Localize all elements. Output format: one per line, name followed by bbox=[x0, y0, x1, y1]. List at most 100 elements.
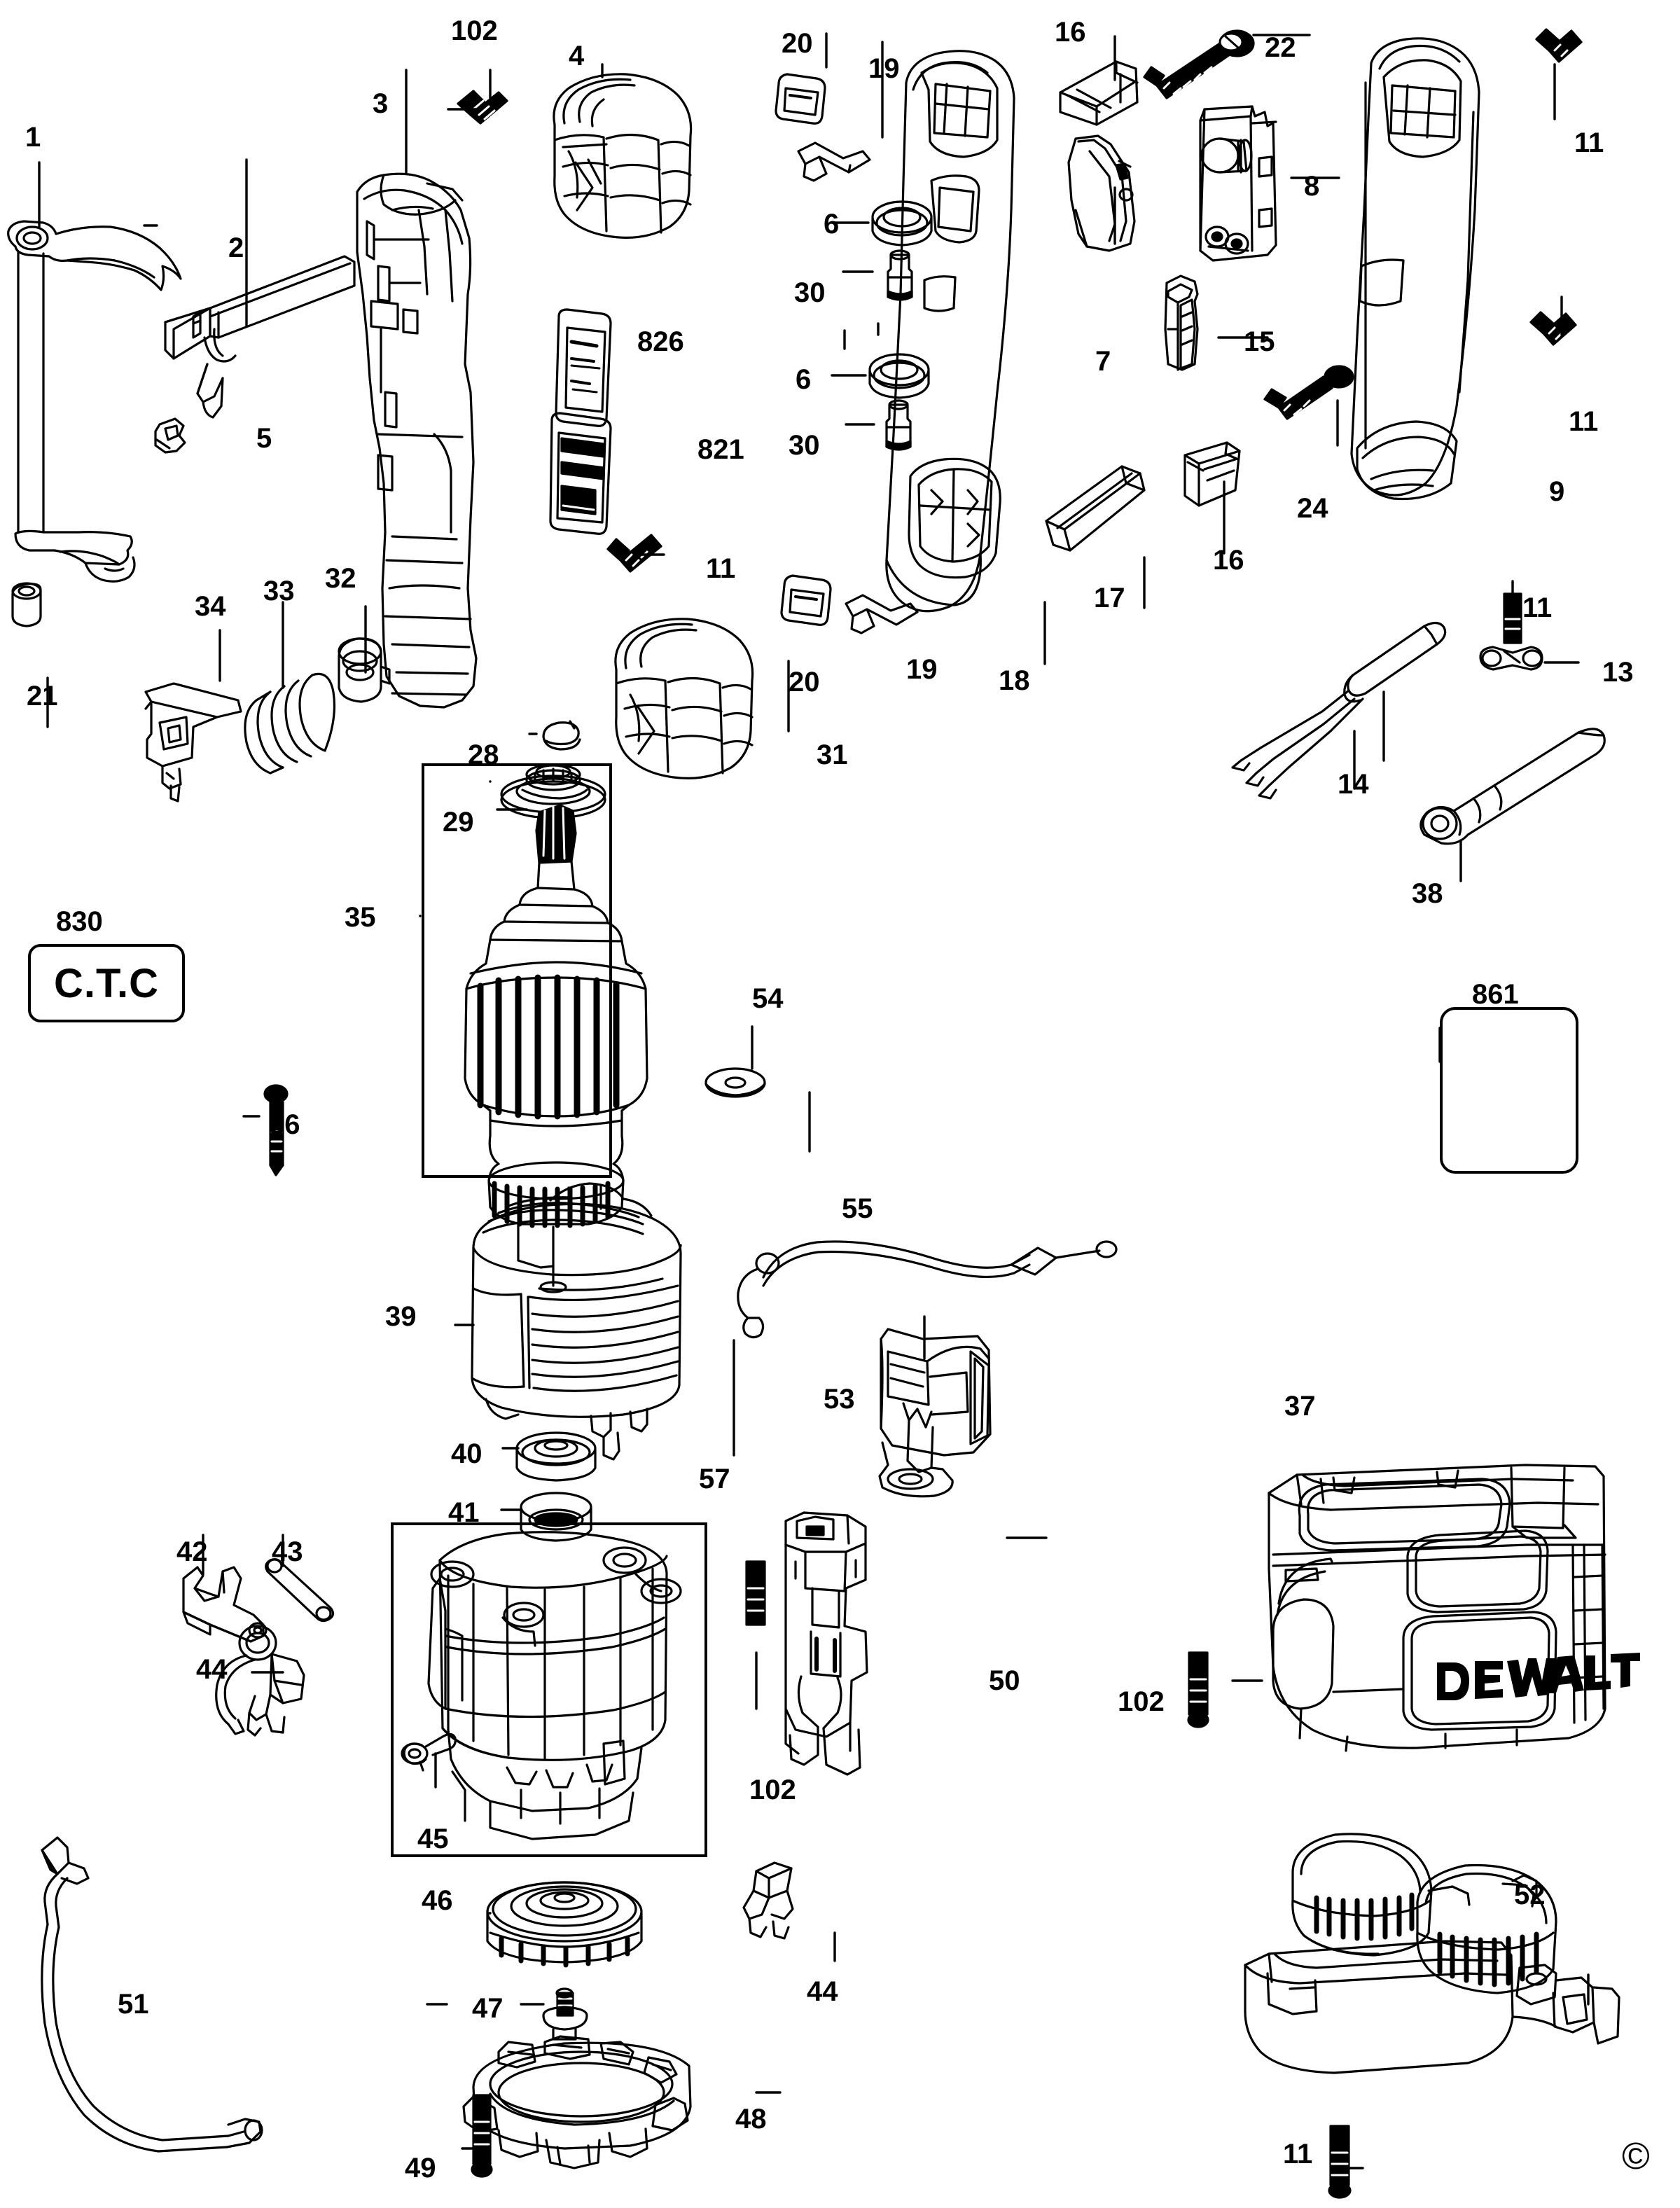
part-54-washer bbox=[704, 1067, 766, 1098]
part-18-handle-shell bbox=[885, 50, 1015, 613]
part-42-brush-holder bbox=[182, 1566, 268, 1643]
callout-bushing-21: 21 bbox=[27, 681, 58, 711]
part-20a-clip-cover bbox=[775, 73, 826, 125]
part-40-bearing bbox=[515, 1431, 597, 1482]
callout-baffle-ring: 48 bbox=[735, 2104, 767, 2134]
copyright-mark: © bbox=[1622, 2135, 1650, 2177]
part-15-lock-slide bbox=[1164, 275, 1199, 371]
callout-screw-11-c: 11 bbox=[1522, 592, 1553, 623]
callout-clip-upper: 19 bbox=[868, 53, 900, 84]
callout-armature-assembly: 35 bbox=[345, 902, 376, 933]
callout-fan-washer: 29 bbox=[443, 807, 474, 838]
part-24-screw bbox=[1263, 365, 1354, 420]
group-box-armature bbox=[422, 763, 612, 1178]
part-46-cooling-fan bbox=[486, 1881, 643, 1968]
part-3-main-housing bbox=[356, 172, 478, 709]
callout-barcode-label: 821 bbox=[697, 434, 744, 465]
callout-compression-spring: 33 bbox=[263, 576, 295, 606]
callout-screw-24: 24 bbox=[1297, 493, 1328, 524]
part-32-damper-ring bbox=[338, 637, 391, 703]
callout-carbon-brush-a: 44 bbox=[196, 1654, 228, 1685]
part-19b-clip bbox=[845, 594, 919, 634]
callout-clip-lower: 19 bbox=[906, 654, 938, 685]
part-28-retaining-ring bbox=[542, 720, 581, 751]
callout-screw-47: 47 bbox=[472, 1993, 504, 2024]
part-2-depth-rod bbox=[164, 255, 356, 419]
callout-front-cap-grille: 31 bbox=[817, 740, 848, 770]
callout-pin-43: 43 bbox=[272, 1536, 303, 1567]
callout-lock-off-slide: 15 bbox=[1244, 326, 1275, 357]
callout-side-handle-bar: 1 bbox=[25, 122, 41, 153]
carry-case-box bbox=[1440, 1007, 1578, 1174]
callout-screw-36: 36 bbox=[269, 1109, 300, 1140]
callout-cooling-fan: 46 bbox=[422, 1885, 453, 1916]
callout-screw-102-a: 102 bbox=[451, 15, 498, 46]
callout-bushing-upper: 30 bbox=[794, 277, 826, 308]
callout-screw-22: 22 bbox=[1265, 32, 1296, 63]
part-38-cord-protector bbox=[1419, 728, 1606, 845]
part-30b-bushing bbox=[885, 399, 912, 451]
callout-rear-cap-grille: 4 bbox=[569, 41, 585, 71]
label-821-barcode-plate bbox=[549, 412, 612, 535]
part-8-switch-module bbox=[1199, 105, 1277, 262]
callout-clip-cover-upper: 20 bbox=[782, 28, 813, 59]
callout-screw-11-e: 11 bbox=[1283, 2139, 1313, 2169]
callout-carbon-brush-b: 44 bbox=[807, 1976, 838, 2007]
callout-handle-grip-sleeve: 17 bbox=[1094, 583, 1125, 613]
callout-gear-case-housing: 37 bbox=[1284, 1391, 1316, 1422]
part-19a-clip bbox=[797, 141, 871, 182]
callout-bearing-40: 40 bbox=[451, 1438, 483, 1469]
callout-cord-clamp: 13 bbox=[1602, 657, 1634, 688]
callout-ctc-kit: 830 bbox=[56, 906, 103, 937]
part-11b-screw bbox=[1529, 311, 1577, 346]
callout-cord-protector: 38 bbox=[1412, 878, 1443, 909]
part-7-trigger bbox=[1067, 134, 1136, 252]
callout-field-stator: 39 bbox=[385, 1301, 417, 1332]
callout-carry-case-kit: 861 bbox=[1472, 979, 1519, 1010]
part-44a-carbon-brush bbox=[215, 1625, 305, 1737]
callout-seal-41: 41 bbox=[448, 1497, 480, 1528]
callout-bushing-lower: 30 bbox=[789, 430, 820, 461]
part-22-screw bbox=[1143, 29, 1255, 99]
callout-handle-shell: 18 bbox=[999, 665, 1030, 696]
leader-lines bbox=[38, 32, 1590, 2169]
callout-jumper-lead: 55 bbox=[842, 1193, 873, 1224]
part-14-cable-assembly bbox=[1231, 621, 1447, 800]
part-20b-clip-cover bbox=[780, 574, 832, 626]
part-51-power-cord bbox=[41, 1836, 263, 2153]
part-31-front-grille bbox=[614, 618, 754, 779]
callout-screw-102-b: 102 bbox=[749, 1775, 796, 1805]
part-5-lever-catch bbox=[154, 417, 186, 454]
callout-switch-bracket: 53 bbox=[824, 1384, 855, 1415]
callout-gear-case-cover: 52 bbox=[1514, 1880, 1546, 1910]
callout-depth-rod-clamp: 2 bbox=[228, 232, 244, 263]
part-11d-screw bbox=[606, 534, 662, 573]
part-49-screw bbox=[471, 2094, 493, 2178]
part-11e-screw bbox=[1328, 2125, 1352, 2199]
callout-main-handle-housing: 3 bbox=[373, 88, 389, 119]
part-16a-insert bbox=[1059, 60, 1139, 126]
callout-washer-54: 54 bbox=[752, 983, 784, 1014]
part-48-baffle-ring bbox=[462, 2035, 692, 2169]
callout-clip-45: 45 bbox=[417, 1824, 449, 1854]
part-35-armature bbox=[464, 804, 648, 1293]
callout-screw-49: 49 bbox=[405, 2153, 436, 2183]
part-45-clip bbox=[401, 1733, 457, 1772]
callout-lever-catch: 5 bbox=[256, 423, 272, 454]
callout-rubber-insert-upper: 16 bbox=[1055, 17, 1086, 48]
callout-clip-cover-lower: 20 bbox=[789, 667, 820, 697]
callout-trigger: 7 bbox=[1095, 346, 1111, 377]
part-1-side-handle-bar bbox=[7, 220, 182, 583]
callout-lever-34: 34 bbox=[195, 591, 226, 622]
part-52-gear-case-cover bbox=[1244, 1833, 1620, 2074]
part-9-handle-cover bbox=[1350, 37, 1480, 501]
part-44b-carbon-brush bbox=[742, 1861, 794, 1940]
callout-motor-housing: 57 bbox=[699, 1464, 730, 1494]
ctc-kit-label: C.T.C bbox=[54, 960, 159, 1006]
part-43-pin bbox=[265, 1558, 335, 1623]
part-37-gear-case bbox=[1268, 1464, 1606, 1752]
callout-damper-ring: 32 bbox=[325, 563, 356, 594]
callout-screw-102-c: 102 bbox=[1118, 1686, 1165, 1717]
